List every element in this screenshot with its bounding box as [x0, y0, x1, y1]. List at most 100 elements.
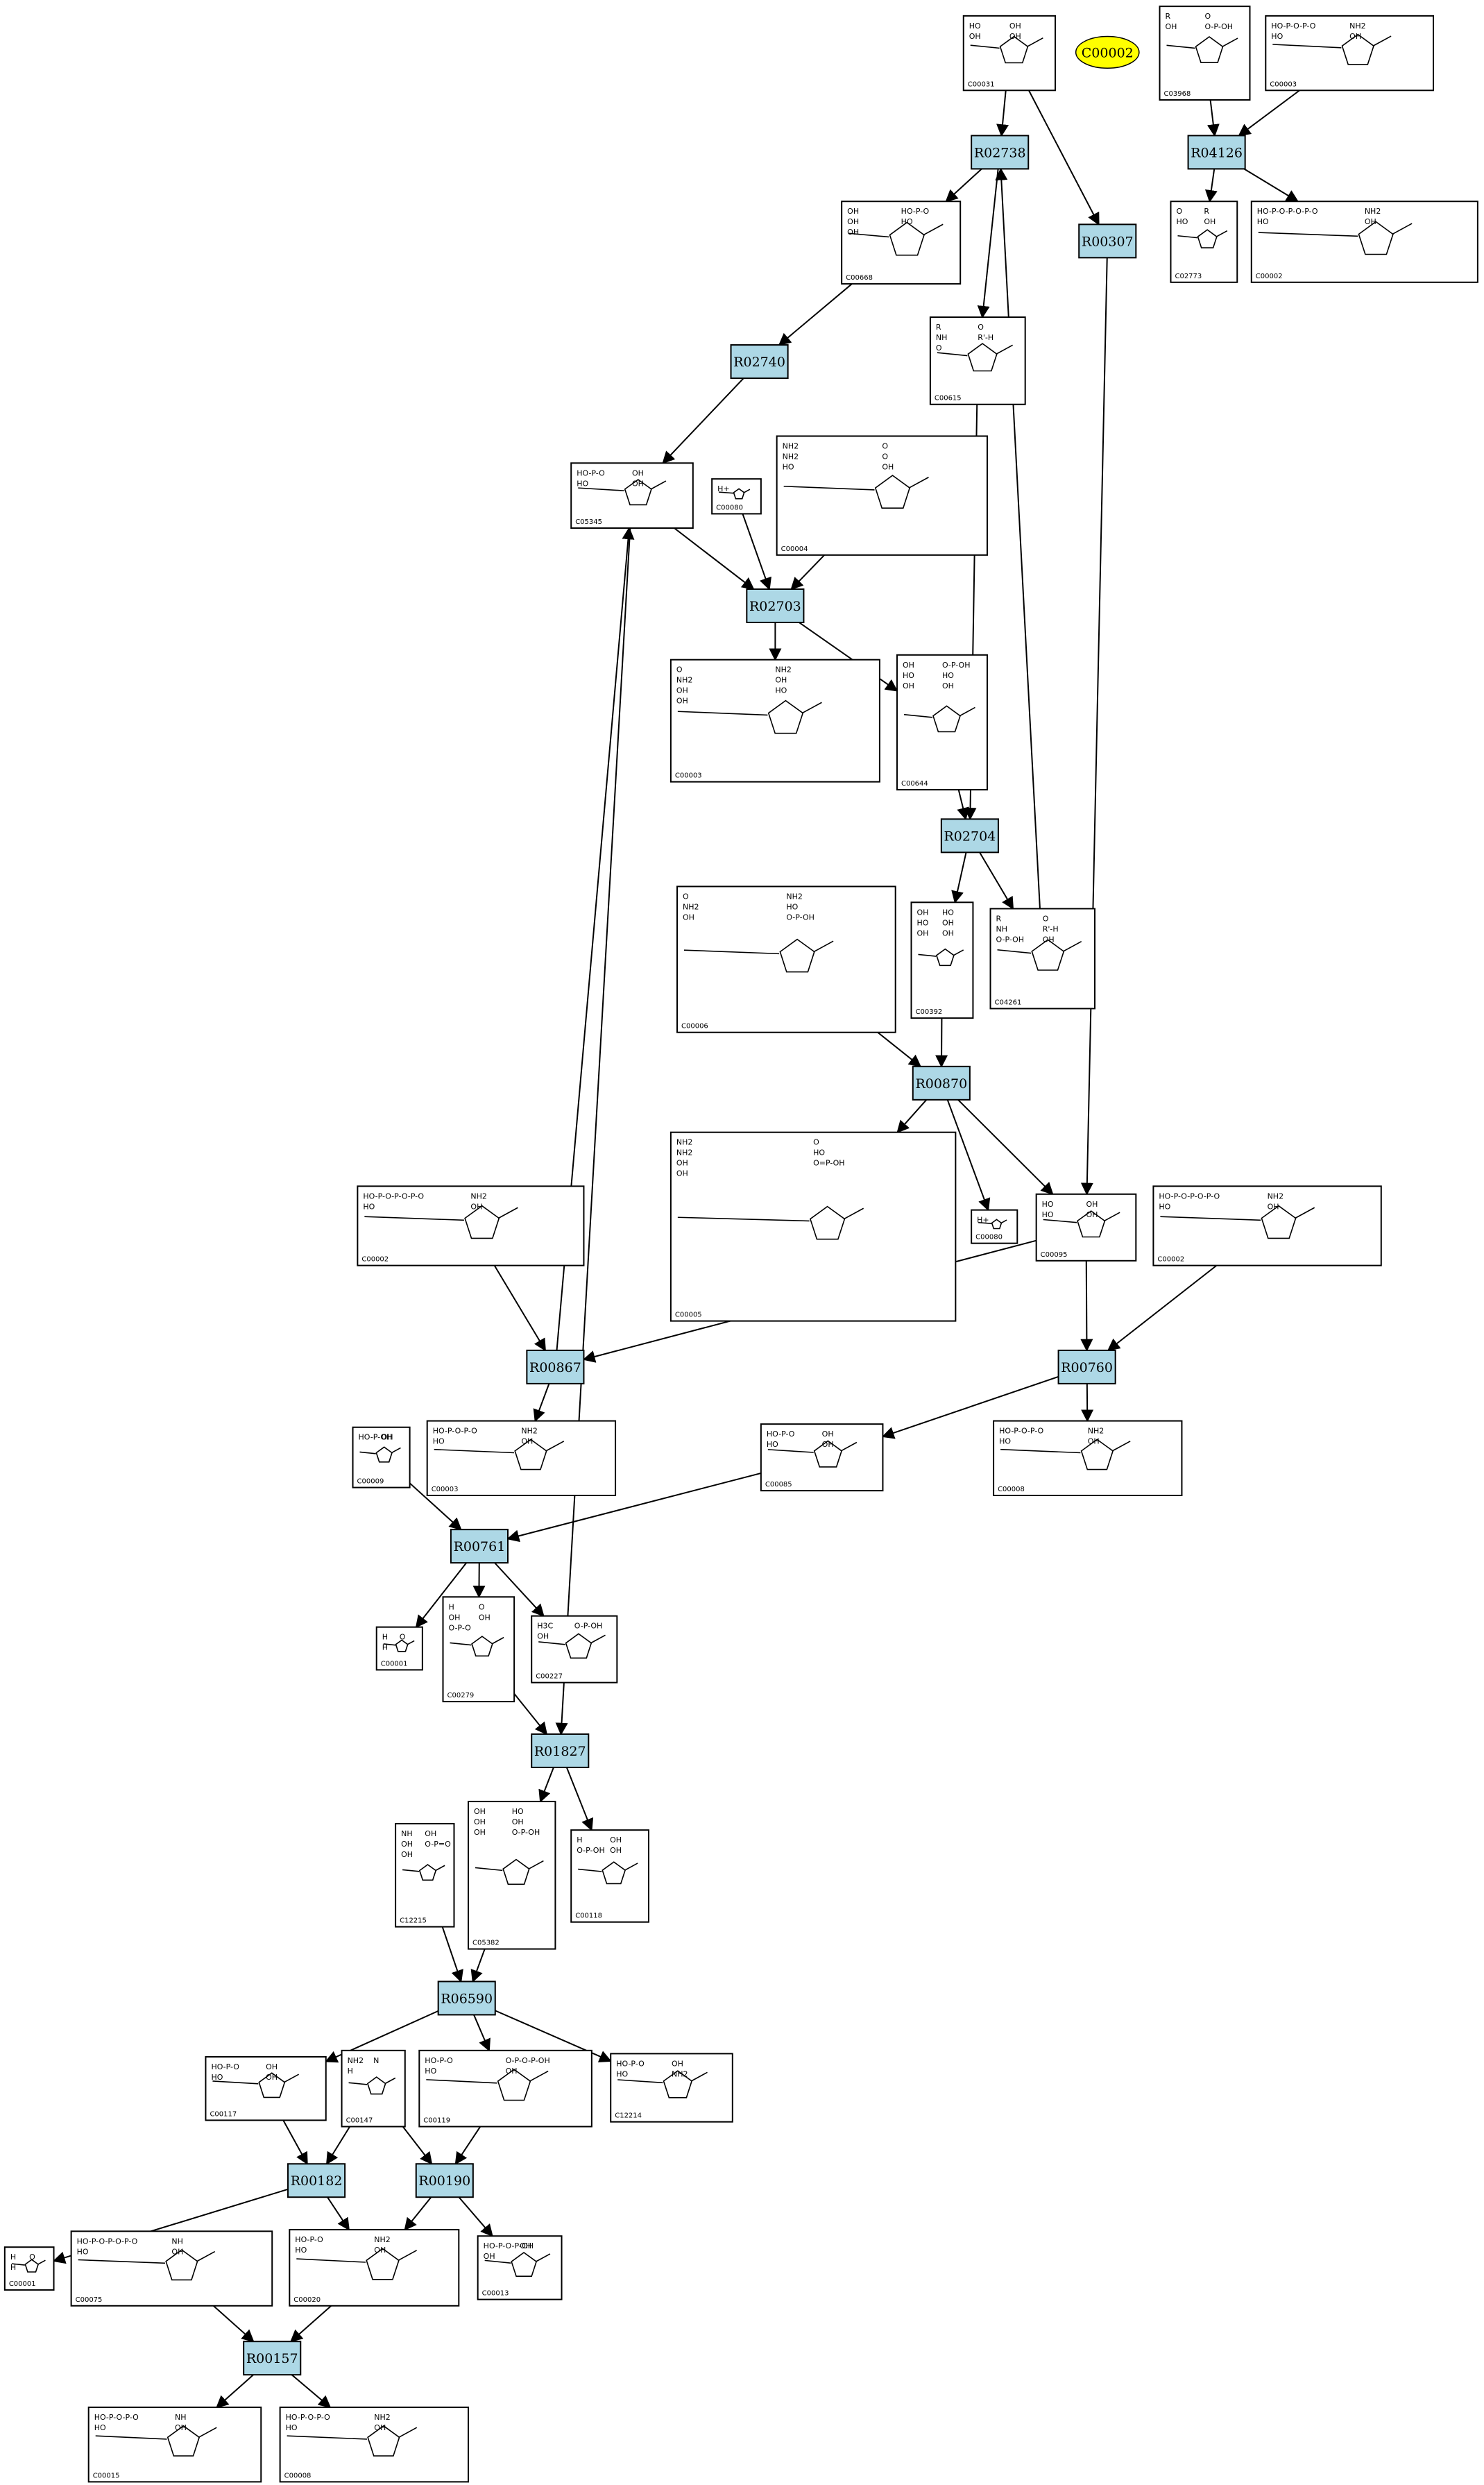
- structure-atom-label: OH: [683, 913, 694, 922]
- highlight-node[interactable]: C00002: [1075, 35, 1140, 69]
- edge-c00668-R02740: [778, 283, 853, 346]
- structure-atom-label: NH2: [348, 2056, 364, 2065]
- reaction-label: R00760: [1061, 1360, 1113, 1375]
- reaction-label: R04126: [1191, 145, 1243, 160]
- compound-id-label: C00080: [716, 504, 743, 511]
- structure-atom-label: HO-P-O-P-O: [1271, 22, 1315, 31]
- structure-atom-label: O-P-OH: [1205, 22, 1234, 31]
- reaction-label: R06590: [441, 1991, 493, 2006]
- compound-box: [395, 1823, 455, 1928]
- structure-drawing: [677, 1205, 864, 1240]
- structure-drawing: [11, 2259, 46, 2273]
- structure-drawing: [918, 948, 964, 967]
- reaction-r00190[interactable]: R00190: [415, 2163, 474, 2198]
- structure-atom-label: OH: [942, 918, 954, 927]
- compound-c00080b[interactable]: H+C00080: [971, 1209, 1018, 1244]
- structure-atom-label: NH2: [1365, 207, 1381, 216]
- structure-atom-label: HO-P-O-P-O-P-O: [363, 1191, 424, 1201]
- compound-box: [87, 2407, 262, 2483]
- structure-atom-label: HO: [999, 1437, 1011, 1446]
- reaction-r02703[interactable]: R02703: [746, 588, 805, 623]
- reaction-r06590[interactable]: R06590: [437, 1981, 496, 2016]
- reaction-label: R00190: [418, 2173, 470, 2189]
- reaction-r00867[interactable]: R00867: [526, 1349, 585, 1384]
- compound-id-label: C00031: [968, 80, 995, 88]
- structure-atom-label: HO: [1257, 217, 1269, 226]
- reaction-r00182[interactable]: R00182: [287, 2163, 346, 2198]
- compound-box: [357, 1185, 585, 1266]
- reaction-r01827[interactable]: R01827: [531, 1733, 590, 1768]
- highlight-label: C00002: [1082, 45, 1134, 60]
- compound-c00080a[interactable]: H+C00080: [711, 478, 762, 515]
- reaction-r04126[interactable]: R04126: [1187, 135, 1246, 170]
- structure-atom-label: OH: [1009, 22, 1021, 31]
- compound-id-label: C00015: [93, 2472, 120, 2479]
- structure-atom-label: OH: [1365, 217, 1376, 226]
- reaction-r00307[interactable]: R00307: [1078, 223, 1137, 259]
- structure-atom-label: HO: [286, 2423, 298, 2432]
- reaction-r00157[interactable]: R00157: [243, 2341, 302, 2376]
- compound-id-label: C00004: [781, 545, 808, 553]
- reaction-r00870[interactable]: R00870: [912, 1065, 971, 1101]
- compound-box: [676, 885, 896, 1033]
- reaction-r02704[interactable]: R02704: [940, 818, 999, 854]
- structure-atom-label: OH: [676, 1169, 688, 1178]
- structure-atom-label: OH: [171, 2247, 183, 2256]
- structure-drawing: [617, 2070, 708, 2098]
- structure-atom-label: O: [400, 1633, 406, 1642]
- structure-atom-label: O: [479, 1602, 485, 1611]
- structure-drawing: [383, 1639, 415, 1652]
- compound-id-label: C00075: [76, 2296, 103, 2304]
- structure-atom-label: HO-P-O-P-O: [433, 1427, 477, 1436]
- reaction-r00761[interactable]: R00761: [450, 1529, 509, 1564]
- compound-id-label: C00003: [1270, 80, 1297, 88]
- compound-id-label: C12214: [615, 2112, 642, 2120]
- structure-atom-label: OH: [942, 928, 954, 938]
- compound-id-label: C00020: [293, 2296, 321, 2304]
- reaction-r02738[interactable]: R02738: [971, 135, 1030, 170]
- edge-c00002c-R00760: [1107, 1264, 1218, 1352]
- reaction-r00760[interactable]: R00760: [1057, 1349, 1116, 1384]
- structure-atom-label: O: [29, 2253, 35, 2262]
- reaction-r02740[interactable]: R02740: [730, 344, 789, 380]
- structure-atom-label: OH: [676, 686, 688, 695]
